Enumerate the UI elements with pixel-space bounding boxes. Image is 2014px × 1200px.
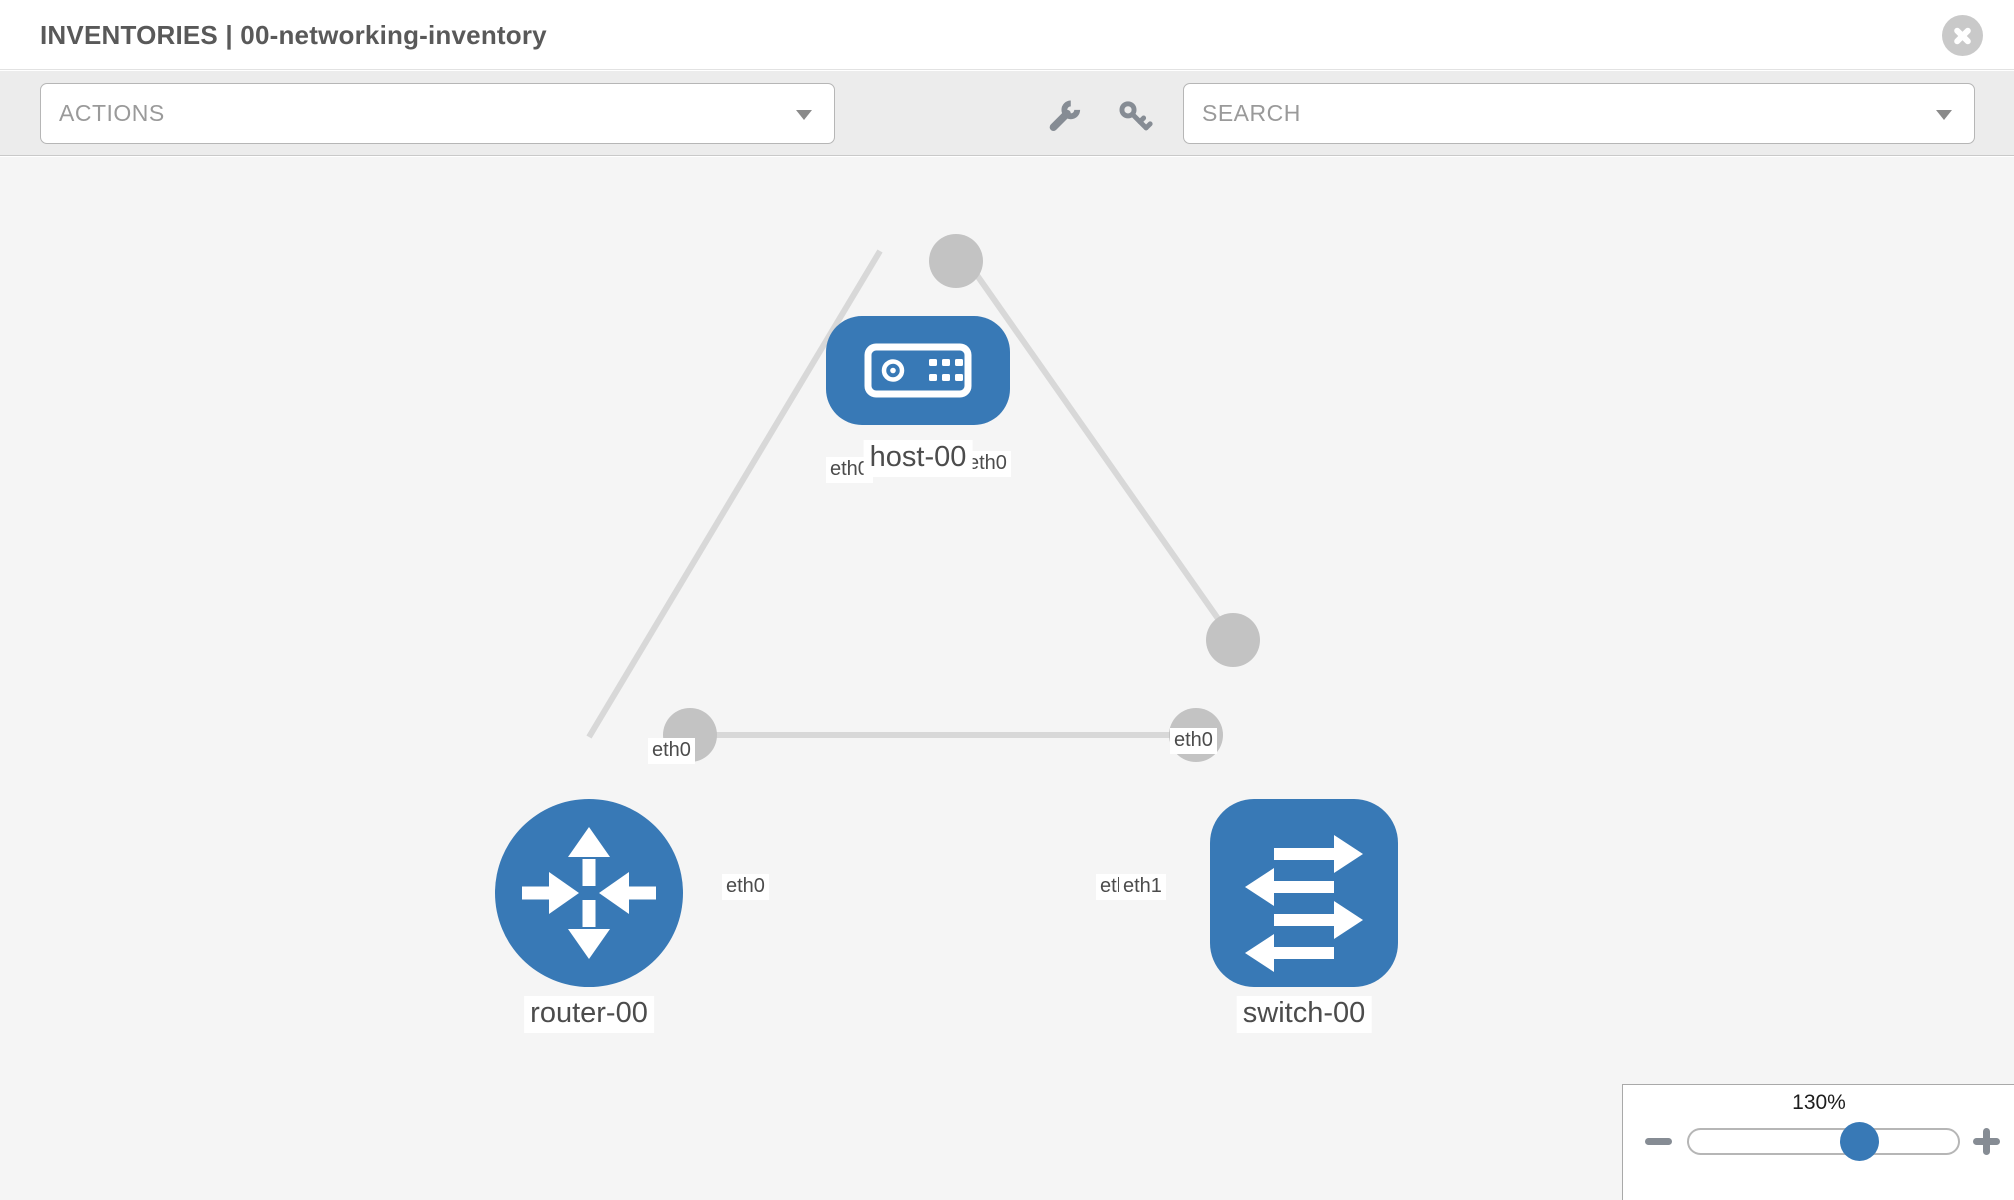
interface-label: eth0 <box>648 738 695 764</box>
header: INVENTORIES | 00-networking-inventory <box>0 0 2014 70</box>
interface-label: eth0 <box>722 874 769 900</box>
actions-dropdown-label: ACTIONS <box>59 100 165 126</box>
node-label-router-00: router-00 <box>524 996 654 1033</box>
zoom-control-panel: 130% <box>1622 1084 2014 1200</box>
search-dropdown[interactable]: SEARCH <box>1183 83 1975 144</box>
interface-label: eth1 <box>1119 874 1166 900</box>
search-dropdown-label: SEARCH <box>1202 100 1301 126</box>
router-icon <box>522 827 656 959</box>
wrench-icon[interactable] <box>1044 97 1086 139</box>
host-icon <box>864 343 972 398</box>
node-label-switch-00: switch-00 <box>1236 996 1372 1033</box>
key-icon-svg <box>1119 101 1153 131</box>
actions-dropdown[interactable]: ACTIONS <box>40 83 835 144</box>
toolbar: ACTIONS SEARCH <box>0 71 2014 156</box>
zoom-in-icon-bar <box>1983 1128 1990 1155</box>
chevron-down-icon <box>1936 110 1952 120</box>
zoom-slider-thumb[interactable] <box>1840 1122 1879 1161</box>
interface-label: eth0 <box>1170 728 1217 754</box>
zoom-in-icon[interactable] <box>1973 1128 2000 1155</box>
node-host-00[interactable] <box>826 316 1010 425</box>
close-icon[interactable] <box>1942 15 1983 56</box>
chevron-down-icon <box>796 110 812 120</box>
switch-icon <box>1245 835 1363 972</box>
wrench-icon-svg <box>1049 100 1081 132</box>
link-host-switch[interactable] <box>957 249 1236 642</box>
topology-links-layer <box>586 234 1260 762</box>
node-label-host-00: host-00 <box>863 440 973 477</box>
zoom-out-icon[interactable] <box>1645 1138 1672 1145</box>
zoom-level-value: 130% <box>1792 1091 1846 1114</box>
page-title: INVENTORIES | 00-networking-inventory <box>40 20 547 50</box>
key-icon[interactable] <box>1114 97 1156 139</box>
topology-canvas[interactable]: eth0 eth0 eth0 eth0 eth0 eth0 eth1 host-… <box>0 157 2014 1200</box>
node-router-00[interactable] <box>495 799 683 987</box>
connector-host-eth0 <box>929 234 983 288</box>
connector-switch-eth0 <box>1206 613 1260 667</box>
node-switch-00[interactable] <box>1210 799 1398 987</box>
zoom-slider-track[interactable] <box>1687 1128 1960 1155</box>
